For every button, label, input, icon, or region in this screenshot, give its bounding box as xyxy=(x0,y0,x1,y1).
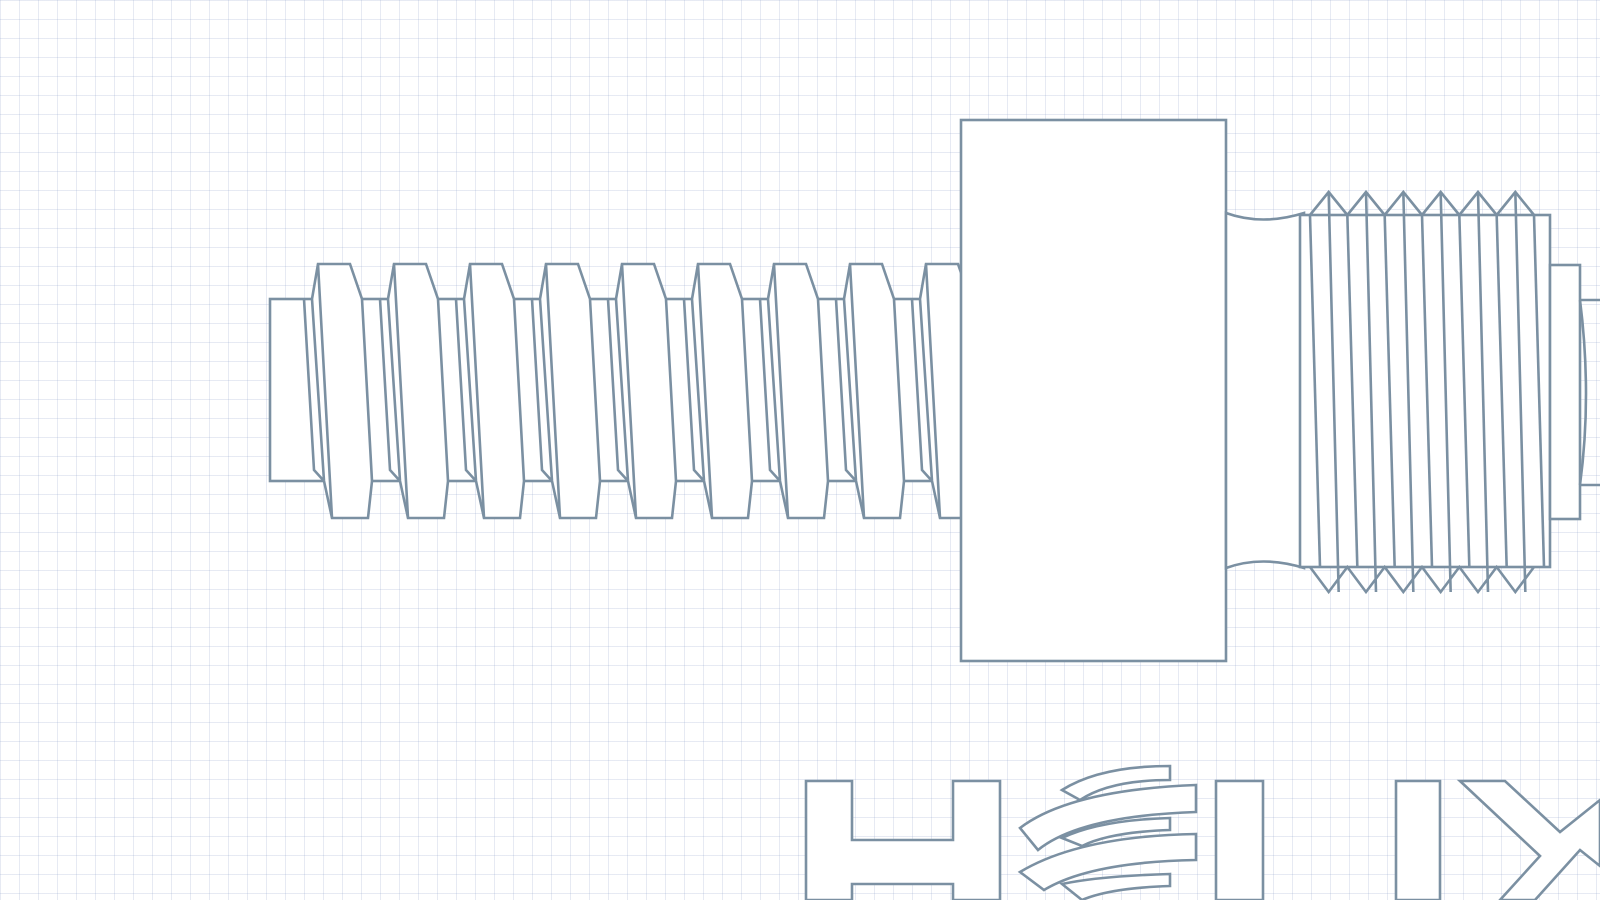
helix-logo xyxy=(804,764,1600,900)
right-threaded-section xyxy=(1298,189,1600,595)
stacked-coil-icon xyxy=(1017,764,1198,900)
thread-crest-line xyxy=(1439,191,1452,593)
thread-turn xyxy=(386,262,450,520)
thread-crest-line xyxy=(1402,191,1415,593)
right-thread-body xyxy=(1298,213,1552,569)
thread-line xyxy=(1532,214,1546,568)
thread-edge xyxy=(378,263,410,519)
thread-crest-line xyxy=(1364,191,1378,593)
left-thread-turns xyxy=(302,262,982,520)
thread-line xyxy=(1420,214,1434,568)
thread-edge xyxy=(606,263,638,519)
thread-edge xyxy=(758,263,790,519)
logo-letter-x xyxy=(1456,779,1600,900)
thread-turn xyxy=(538,262,602,520)
right-end-rod xyxy=(1580,298,1600,487)
thread-turn xyxy=(842,262,906,520)
logo-letter-i xyxy=(1394,779,1442,900)
right-thread-crests-top xyxy=(1308,189,1536,218)
thread-crest-line xyxy=(1514,191,1527,593)
left-threaded-shaft xyxy=(268,262,982,520)
thread-crest-line xyxy=(1476,191,1490,593)
thread-line xyxy=(1495,214,1508,568)
thread-edge xyxy=(834,263,866,519)
thread-line xyxy=(1346,214,1359,568)
thread-line xyxy=(1383,214,1396,568)
shaft-neck xyxy=(1224,211,1306,570)
thread-turn xyxy=(310,262,374,520)
thread-turn xyxy=(462,262,526,520)
thread-edge xyxy=(302,263,334,519)
right-thread-lines xyxy=(1308,191,1546,593)
thread-edge xyxy=(454,263,486,519)
thread-turn xyxy=(766,262,830,520)
thread-edge xyxy=(910,263,942,519)
thread-edge xyxy=(682,263,714,519)
thread-line xyxy=(1458,214,1471,568)
thread-line xyxy=(1308,214,1322,568)
logo-letter-h xyxy=(804,779,1002,900)
right-end-collar xyxy=(1548,263,1582,521)
logo-letter-l xyxy=(1214,779,1265,900)
right-thread-crests-bottom xyxy=(1308,564,1536,595)
thread-edge xyxy=(530,263,562,519)
thread-crest-line xyxy=(1327,191,1340,593)
hex-nut-body xyxy=(959,118,1228,663)
thread-turn xyxy=(614,262,678,520)
thread-turn xyxy=(690,262,754,520)
right-end-curve xyxy=(1578,299,1588,486)
